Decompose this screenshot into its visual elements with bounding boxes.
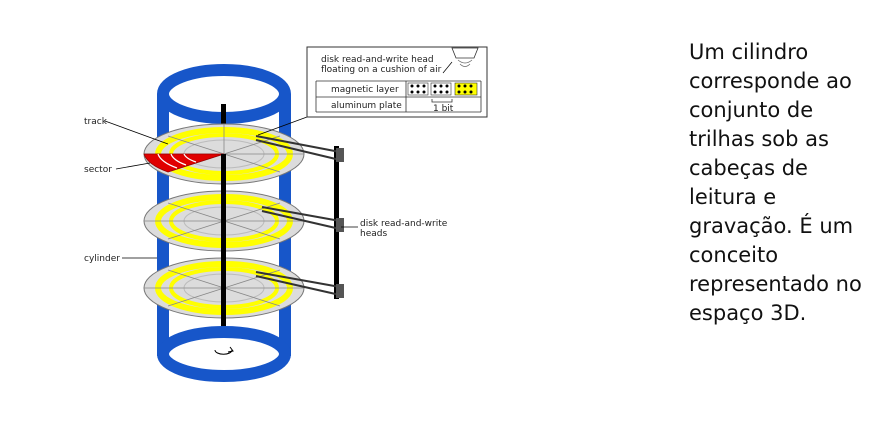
head-callout-box	[257, 46, 488, 136]
caption-text: Um cilindro corresponde ao conjunto de t…	[689, 38, 879, 328]
caption-line: cabeças de	[689, 156, 808, 180]
caption-line: conjunto de	[689, 98, 814, 122]
track-leader	[104, 120, 169, 145]
cylinder-bottom	[157, 326, 291, 382]
head-assembly	[255, 135, 344, 299]
head-callout-line-2: floating on a cushion of air	[321, 65, 442, 75]
sector-arcs	[157, 153, 197, 169]
aluminum-plate-label: aluminum plate	[331, 101, 402, 111]
cylinder-label: cylinder	[84, 254, 120, 264]
caption-line: leitura e	[689, 185, 777, 209]
sector-leader	[115, 162, 151, 170]
magnetic-layer-label: magnetic layer	[331, 85, 399, 95]
caption-line: conceito	[689, 243, 779, 267]
heads-label-line-2: heads	[360, 229, 387, 239]
head-callout-line-1: disk read-and-write head	[321, 55, 434, 65]
bit-label: 1 bit	[433, 104, 454, 114]
spindle-front	[221, 154, 226, 354]
caption-line: Um cilindro	[689, 40, 809, 64]
track-label: track	[84, 117, 108, 127]
caption-line: corresponde ao	[689, 69, 852, 93]
caption-line: espaço 3D.	[689, 301, 807, 325]
sector-label: sector	[84, 165, 112, 175]
caption-line: trilhas sob as	[689, 127, 829, 151]
heads-label-line-1: disk read-and-write	[360, 219, 448, 229]
caption-line: gravação. É um	[689, 214, 854, 238]
sector-highlight	[143, 153, 225, 173]
caption-line: representado no	[689, 272, 862, 296]
